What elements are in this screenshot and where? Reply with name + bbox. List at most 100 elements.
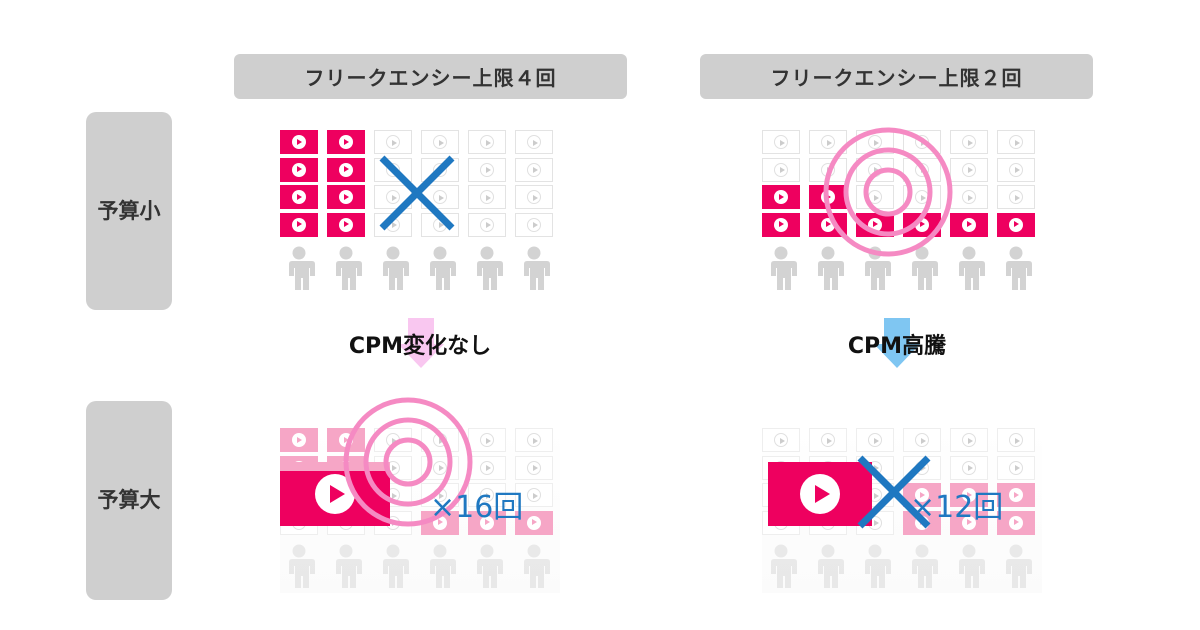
empty-ad-slot bbox=[421, 130, 459, 154]
column-header-cap2: フリークエンシー上限２回 bbox=[700, 54, 1093, 99]
panel-small-budget-cap2 bbox=[762, 127, 1042, 295]
person-icon bbox=[956, 246, 985, 290]
empty-ad-slot bbox=[515, 130, 553, 154]
ad-impression bbox=[950, 212, 988, 237]
ad-impression bbox=[327, 212, 365, 237]
ad-impression bbox=[997, 510, 1035, 535]
person-icon bbox=[909, 544, 938, 588]
frequency-label-cap4: ×16回 bbox=[430, 490, 524, 525]
ad-impression bbox=[468, 510, 506, 535]
play-icon bbox=[1009, 488, 1023, 502]
play-icon bbox=[339, 162, 353, 177]
ad-impression bbox=[327, 185, 365, 209]
transition-label-no-cpm-change: CPM変化なし bbox=[348, 334, 492, 359]
play-icon bbox=[339, 217, 353, 232]
person-icon bbox=[427, 544, 456, 588]
ad-impression bbox=[280, 185, 318, 209]
empty-ad-slot bbox=[468, 455, 506, 480]
ad-impression bbox=[997, 212, 1035, 237]
empty-ad-slot bbox=[856, 185, 894, 209]
empty-ad-slot bbox=[762, 428, 800, 452]
person-icon bbox=[909, 246, 938, 290]
person-icon bbox=[1003, 544, 1032, 588]
empty-ad-slot bbox=[950, 130, 988, 154]
play-icon bbox=[868, 135, 882, 149]
empty-ad-slot bbox=[809, 428, 847, 452]
person-icon bbox=[286, 246, 315, 290]
play-icon bbox=[292, 433, 306, 447]
column-header-cap4: フリークエンシー上限４回 bbox=[234, 54, 627, 99]
play-icon bbox=[433, 135, 447, 149]
play-icon bbox=[800, 474, 840, 514]
play-icon bbox=[962, 190, 976, 204]
empty-ad-slot bbox=[515, 428, 553, 452]
play-icon bbox=[962, 488, 976, 502]
play-icon bbox=[386, 190, 400, 204]
person-icon bbox=[474, 246, 503, 290]
person-icon bbox=[1003, 246, 1032, 290]
play-icon bbox=[339, 135, 353, 149]
play-icon bbox=[962, 162, 976, 177]
play-icon bbox=[480, 217, 494, 232]
ad-impression bbox=[280, 428, 318, 452]
play-icon bbox=[1009, 515, 1023, 530]
play-icon bbox=[292, 217, 306, 232]
play-icon bbox=[774, 190, 788, 204]
person-icon bbox=[956, 544, 985, 588]
row-label-line2: 大 bbox=[139, 488, 161, 513]
empty-ad-slot bbox=[950, 157, 988, 182]
play-icon bbox=[915, 488, 929, 502]
empty-ad-slot bbox=[950, 428, 988, 452]
play-icon bbox=[774, 217, 788, 232]
play-icon bbox=[774, 135, 788, 149]
play-icon bbox=[480, 162, 494, 177]
play-icon bbox=[480, 433, 494, 447]
play-icon bbox=[527, 135, 541, 149]
empty-ad-slot bbox=[515, 455, 553, 480]
play-icon bbox=[480, 515, 494, 530]
arrow-down-icon bbox=[398, 318, 444, 368]
person-icon bbox=[380, 246, 409, 290]
empty-ad-slot bbox=[856, 428, 894, 452]
play-icon bbox=[774, 162, 788, 177]
play-icon bbox=[1009, 162, 1023, 177]
large-ad-video bbox=[280, 462, 390, 526]
empty-ad-slot bbox=[903, 428, 941, 452]
panel-large-budget-cap2 bbox=[762, 428, 1042, 593]
empty-ad-slot bbox=[950, 185, 988, 209]
play-icon bbox=[962, 217, 976, 232]
empty-ad-slot bbox=[468, 212, 506, 237]
play-icon bbox=[527, 515, 541, 530]
empty-ad-slot bbox=[762, 130, 800, 154]
play-icon bbox=[480, 460, 494, 475]
person-icon bbox=[380, 544, 409, 588]
play-icon bbox=[962, 515, 976, 530]
play-icon bbox=[1009, 433, 1023, 447]
play-icon bbox=[480, 135, 494, 149]
person-icon bbox=[815, 246, 844, 290]
ad-impression bbox=[762, 212, 800, 237]
play-icon bbox=[821, 135, 835, 149]
empty-ad-slot bbox=[997, 455, 1035, 480]
play-icon bbox=[527, 190, 541, 204]
cross-icon bbox=[379, 155, 455, 231]
play-icon bbox=[1009, 190, 1023, 204]
play-icon bbox=[915, 433, 929, 447]
play-icon bbox=[386, 135, 400, 149]
play-icon bbox=[433, 460, 447, 475]
ad-impression bbox=[280, 212, 318, 237]
ad-impression bbox=[762, 185, 800, 209]
row-label-line1: 予算 bbox=[97, 198, 140, 223]
play-icon bbox=[821, 433, 835, 447]
target-rings-icon bbox=[343, 397, 473, 527]
person-icon bbox=[521, 246, 550, 290]
panel-small-budget-cap4 bbox=[280, 130, 560, 295]
row-label-large-budget: 予算 大 bbox=[86, 401, 172, 600]
empty-ad-slot bbox=[515, 157, 553, 182]
play-icon bbox=[962, 460, 976, 475]
ad-impression bbox=[280, 130, 318, 154]
play-icon bbox=[433, 190, 447, 204]
ad-impression bbox=[280, 157, 318, 182]
person-icon bbox=[768, 544, 797, 588]
play-icon bbox=[527, 433, 541, 447]
